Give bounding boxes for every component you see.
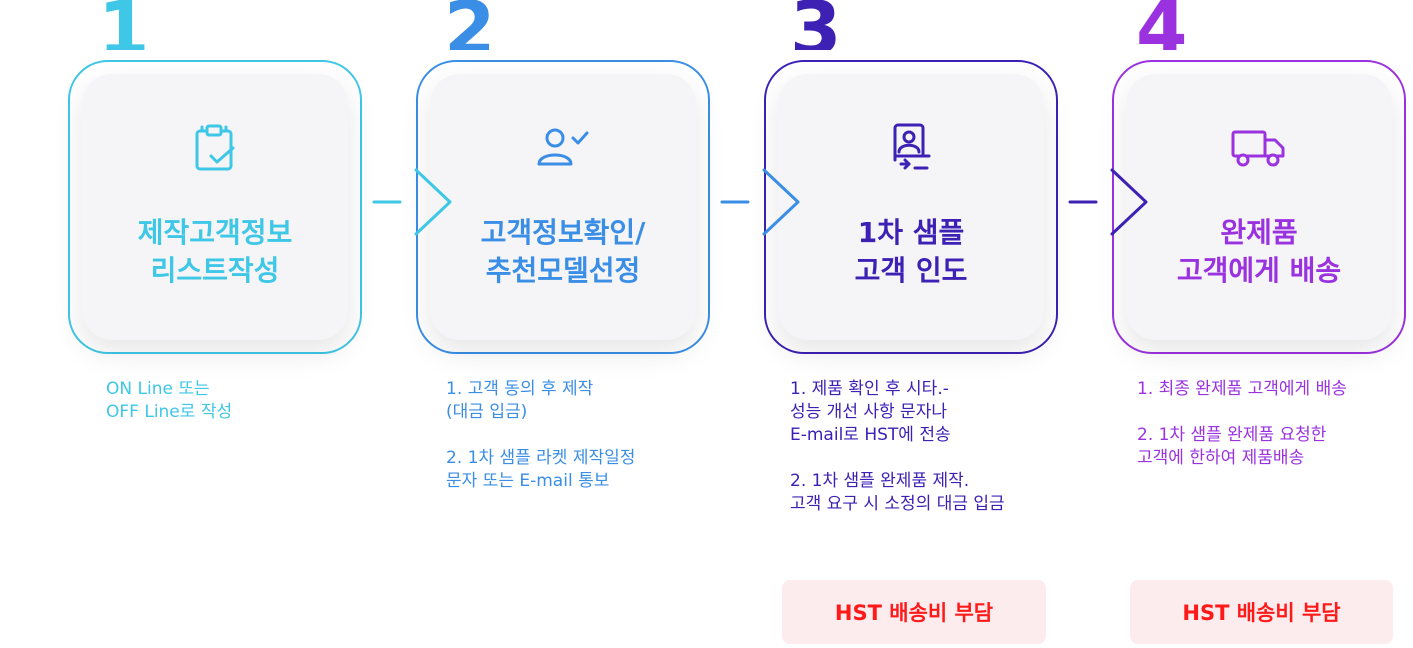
arrow-right-icon bbox=[372, 168, 452, 236]
step-2-description: 1. 고객 동의 후 제작 (대금 입금) 2. 1차 샘플 라켓 제작일정 문… bbox=[446, 379, 636, 491]
arrow-right-icon bbox=[1068, 168, 1148, 236]
step-3-card: 1차 샘플 고객 인도 bbox=[764, 60, 1058, 354]
clipboard-check-icon bbox=[185, 118, 245, 178]
step-2-number: 2 bbox=[444, 0, 496, 50]
step-2-title: 고객정보확인/ 추천모델선정 bbox=[480, 216, 646, 287]
step-4-shipping-badge: HST 배송비 부담 bbox=[1130, 580, 1393, 644]
step-3-number: 3 bbox=[790, 0, 842, 50]
step-2-card: 고객정보확인/ 추천모델선정 bbox=[416, 60, 710, 354]
step-1-description: ON Line 또는 OFF Line로 작성 bbox=[106, 379, 233, 422]
user-check-icon bbox=[533, 118, 593, 178]
truck-icon bbox=[1229, 118, 1289, 178]
step-4-card: 완제품 고객에게 배송 bbox=[1112, 60, 1406, 354]
step-1-card: 제작고객정보 리스트작성 bbox=[68, 60, 362, 354]
step-4-description: 1. 최종 완제품 고객에게 배송 2. 1차 샘플 완제품 요청한 고객에 한… bbox=[1137, 379, 1347, 468]
step-4-number: 4 bbox=[1136, 0, 1188, 50]
step-3-title: 1차 샘플 고객 인도 bbox=[854, 216, 968, 287]
step-1-number: 1 bbox=[98, 0, 150, 50]
handover-icon bbox=[881, 118, 941, 178]
step-3-shipping-badge: HST 배송비 부담 bbox=[782, 580, 1046, 644]
step-4-title: 완제품 고객에게 배송 bbox=[1176, 216, 1342, 287]
step-3-description: 1. 제품 확인 후 시타.- 성능 개선 사항 문자나 E-mail로 HST… bbox=[790, 379, 1005, 514]
step-1-title: 제작고객정보 리스트작성 bbox=[137, 216, 293, 287]
arrow-right-icon bbox=[720, 168, 800, 236]
